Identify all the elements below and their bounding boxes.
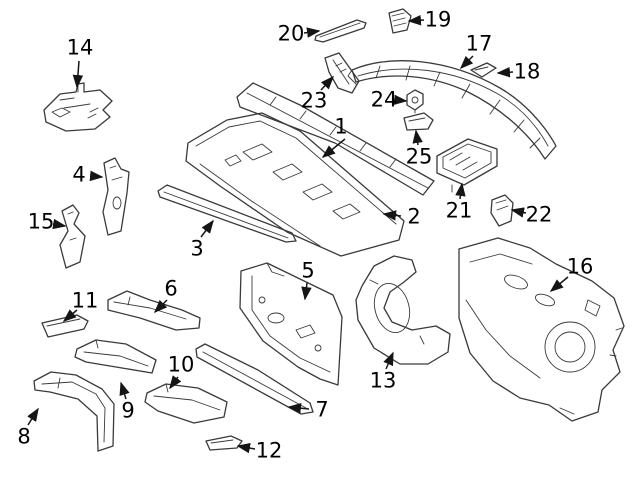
part-15-support-bracket: [59, 204, 86, 269]
part-17-windshield-frame-rail: [347, 60, 557, 160]
part-2-cowl-top-panel: [185, 112, 405, 257]
callout-label-11[interactable]: 11: [71, 288, 99, 313]
callout-arrow-10: [169, 375, 182, 390]
part-20-strip: [314, 19, 367, 43]
callout-arrow-3: [200, 219, 214, 238]
callout-label-13[interactable]: 13: [369, 368, 397, 393]
callout-label-4[interactable]: 4: [72, 162, 86, 187]
callout-arrow-24: [393, 94, 408, 106]
part-13-cowl-side-frame: [355, 255, 451, 365]
part-3-seal-strip: [157, 184, 297, 243]
part-16-dash-panel: [458, 237, 625, 422]
callout-arrow-23: [320, 75, 335, 91]
callout-label-22[interactable]: 22: [525, 202, 553, 227]
callout-arrow-5: [301, 282, 312, 301]
part-23-corner-brace: [324, 52, 360, 94]
part-18-spacer: [470, 62, 497, 78]
callout-arrow-22: [510, 207, 527, 218]
callout-arrow-8: [27, 407, 39, 426]
callout-arrow-17: [459, 55, 474, 70]
part-22-hinge-bracket: [490, 194, 514, 227]
callout-label-2[interactable]: 2: [407, 204, 421, 229]
callout-label-25[interactable]: 25: [405, 144, 433, 169]
callout-label-6[interactable]: 6: [164, 276, 178, 301]
callout-label-15[interactable]: 15: [27, 209, 55, 234]
part-5-dash-side-panel: [239, 262, 343, 386]
callout-label-5[interactable]: 5: [301, 258, 315, 283]
callout-arrow-16: [549, 276, 569, 292]
part-14-cowl-bracket-assembly: [43, 82, 113, 132]
part-7-sill-strip: [195, 343, 314, 415]
callout-label-16[interactable]: 16: [566, 254, 594, 279]
part-9-upper-channel: [74, 339, 157, 374]
callout-arrow-1: [321, 138, 346, 158]
callout-arrow-9: [119, 381, 130, 400]
callout-arrow-7: [287, 402, 310, 414]
part-6-channel-rail: [107, 290, 201, 331]
callout-label-14[interactable]: 14: [66, 35, 94, 60]
callout-label-19[interactable]: 19: [424, 7, 452, 32]
callout-label-3[interactable]: 3: [190, 236, 204, 261]
callout-label-21[interactable]: 21: [445, 198, 473, 223]
callout-arrow-2: [382, 210, 402, 221]
callout-label-7[interactable]: 7: [315, 397, 329, 422]
callout-arrow-4: [89, 170, 104, 182]
part-25-bracket: [403, 112, 434, 131]
callout-label-1[interactable]: 1: [334, 114, 348, 139]
callout-label-8[interactable]: 8: [17, 424, 31, 449]
part-21-vent-grille: [436, 138, 498, 193]
part-4-side-bracket: [102, 157, 130, 236]
callout-label-17[interactable]: 17: [465, 31, 493, 56]
callout-arrow-11: [62, 309, 78, 322]
callout-arrow-18: [496, 66, 514, 78]
callout-arrow-21: [455, 182, 466, 200]
callout-label-18[interactable]: 18: [513, 59, 541, 84]
callout-label-23[interactable]: 23: [300, 88, 328, 113]
callout-arrow-12: [236, 442, 256, 454]
callout-arrow-25: [412, 129, 423, 146]
callout-arrow-6: [153, 299, 168, 314]
callout-label-20[interactable]: 20: [277, 21, 305, 46]
callout-label-10[interactable]: 10: [167, 352, 195, 377]
callout-label-24[interactable]: 24: [370, 87, 398, 112]
callout-label-12[interactable]: 12: [255, 438, 283, 463]
part-1-cowl-vent-panel: [236, 82, 435, 196]
callout-arrow-15: [52, 218, 67, 230]
callout-arrow-13: [383, 351, 394, 370]
callout-arrow-19: [407, 14, 425, 26]
callout-arrow-14: [72, 60, 84, 89]
callout-label-9[interactable]: 9: [121, 398, 135, 423]
callout-arrow-20: [303, 27, 321, 38]
part-8-curved-rail: [33, 371, 115, 452]
